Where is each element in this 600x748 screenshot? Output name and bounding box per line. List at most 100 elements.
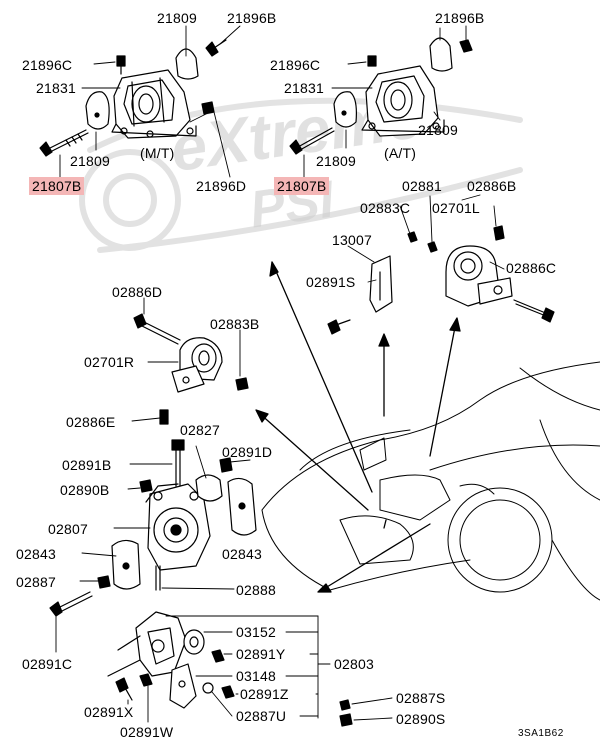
label-02891y: 02891Y bbox=[236, 646, 286, 662]
label-21831: 21831 bbox=[284, 80, 324, 96]
label-02891x: 02891X bbox=[84, 704, 134, 720]
label-02886d: 02886D bbox=[112, 284, 163, 300]
bolt-21896b-a-icon bbox=[205, 39, 227, 57]
bolt-02891y-icon bbox=[211, 649, 225, 663]
label-02701l: 02701L bbox=[432, 200, 480, 216]
bolt-02886e-icon bbox=[159, 409, 169, 425]
label-02883c: 02883C bbox=[360, 200, 411, 216]
label-02891z: 02891Z bbox=[240, 686, 289, 702]
label-21809: 21809 bbox=[418, 122, 458, 138]
label-at: (A/T) bbox=[384, 145, 417, 161]
car-body-icon bbox=[261, 361, 600, 601]
label-03148: 03148 bbox=[236, 668, 276, 684]
bolt-21896b-b-icon bbox=[459, 39, 473, 53]
bolt-02891c-icon bbox=[49, 591, 93, 617]
leaders-bottom bbox=[127, 615, 393, 723]
leaders-top-left bbox=[59, 25, 241, 179]
bolt-21807b-a-icon bbox=[39, 129, 89, 157]
stopper-21809-c-icon bbox=[429, 37, 453, 72]
mt-mount-icon bbox=[111, 69, 197, 139]
label-02891w: 02891W bbox=[120, 724, 174, 740]
label-21896b: 21896B bbox=[227, 10, 277, 26]
label-mt: (M/T) bbox=[140, 145, 175, 161]
nut-02890s-icon bbox=[339, 713, 353, 727]
nut-02887u-icon bbox=[202, 682, 214, 694]
bolt-02891s-icon bbox=[327, 319, 351, 335]
mount-02701r-icon bbox=[171, 337, 223, 393]
label-02827: 02827 bbox=[180, 422, 220, 438]
label-02881: 02881 bbox=[402, 178, 442, 194]
nut-02887-icon bbox=[97, 575, 111, 589]
label-02701r: 02701R bbox=[84, 354, 135, 370]
nut-02883c-icon bbox=[407, 231, 418, 243]
label-21807b-highlighted: 21807B bbox=[274, 177, 330, 195]
leaders-lower-left bbox=[55, 417, 251, 653]
nut-02887s-icon bbox=[339, 699, 351, 711]
stopper-21809-b-icon bbox=[85, 91, 110, 130]
stopper-21809-d-icon bbox=[333, 91, 357, 128]
diagram-code: 3SA1B62 bbox=[518, 728, 564, 739]
at-mount-icon bbox=[361, 65, 445, 137]
bolt-02891d-icon bbox=[219, 457, 233, 473]
label-02887u: 02887U bbox=[236, 708, 287, 724]
leaders-mid-right bbox=[347, 194, 505, 283]
label-02890b: 02890B bbox=[60, 482, 110, 498]
label-21896c: 21896C bbox=[22, 57, 73, 73]
label-02890s: 02890S bbox=[396, 711, 446, 727]
label-02891d: 02891D bbox=[222, 444, 273, 460]
nut-02883b-icon bbox=[235, 377, 249, 391]
bolt-02886d-icon bbox=[133, 313, 181, 345]
bolt-02886c-icon bbox=[513, 299, 555, 323]
pointer-arrows bbox=[255, 261, 461, 593]
label-21807b-text: 21807B bbox=[29, 177, 85, 195]
mount-02803-icon bbox=[107, 611, 187, 677]
mount-02701l-icon bbox=[445, 245, 513, 307]
label-02843: 02843 bbox=[222, 546, 262, 562]
nut-21896c-b-icon bbox=[367, 55, 377, 67]
nut-21896d-icon bbox=[201, 101, 215, 115]
label-02891b: 02891B bbox=[62, 457, 112, 473]
bolt-02886b-icon bbox=[493, 225, 505, 241]
stud-02888-icon bbox=[155, 565, 161, 591]
bolt-21807b-b-icon bbox=[289, 127, 335, 155]
bushing-03152-icon bbox=[183, 629, 205, 655]
nut-02890b-icon bbox=[139, 479, 153, 493]
bracket-13007-icon bbox=[369, 255, 393, 313]
label-21807b-text: 21807B bbox=[274, 177, 330, 195]
watermark-logo-icon bbox=[79, 97, 523, 253]
leaders-top-right bbox=[303, 25, 467, 179]
label-02886b: 02886B bbox=[467, 178, 517, 194]
plate-02843-b-icon bbox=[227, 477, 257, 536]
label-13007: 13007 bbox=[332, 232, 372, 248]
label-02886e: 02886E bbox=[66, 414, 116, 430]
label-02886c: 02886C bbox=[506, 260, 557, 276]
bolt-02891b-icon bbox=[171, 439, 185, 487]
nut-21896c-a-icon bbox=[116, 55, 126, 75]
label-21896d: 21896D bbox=[196, 178, 247, 194]
label-02883b: 02883B bbox=[210, 316, 260, 332]
label-21809: 21809 bbox=[316, 153, 356, 169]
label-03152: 03152 bbox=[236, 624, 276, 640]
bolt-02891x-icon bbox=[115, 677, 133, 701]
bracket-03148-icon bbox=[169, 663, 197, 709]
stopper-21809-a-icon bbox=[175, 48, 199, 80]
label-02891s: 02891S bbox=[306, 274, 356, 290]
label-02891c: 02891C bbox=[22, 656, 73, 672]
label-21809: 21809 bbox=[157, 10, 197, 26]
stopper-02827-icon bbox=[195, 474, 223, 502]
bolt-02891z-icon bbox=[221, 685, 235, 699]
label-02887: 02887 bbox=[16, 574, 56, 590]
bolt-02891w-icon bbox=[139, 673, 153, 687]
label-21807b-highlighted: 21807B bbox=[29, 177, 85, 195]
plate-02843-a-icon bbox=[111, 539, 141, 590]
label-02887s: 02887S bbox=[396, 690, 446, 706]
nut-02881-icon bbox=[427, 241, 438, 253]
leaders-mid-left bbox=[143, 297, 241, 377]
label-02803: 02803 bbox=[334, 656, 374, 672]
label-02888: 02888 bbox=[236, 582, 276, 598]
label-21896c: 21896C bbox=[270, 57, 321, 73]
label-02807: 02807 bbox=[48, 521, 88, 537]
label-02843: 02843 bbox=[16, 546, 56, 562]
